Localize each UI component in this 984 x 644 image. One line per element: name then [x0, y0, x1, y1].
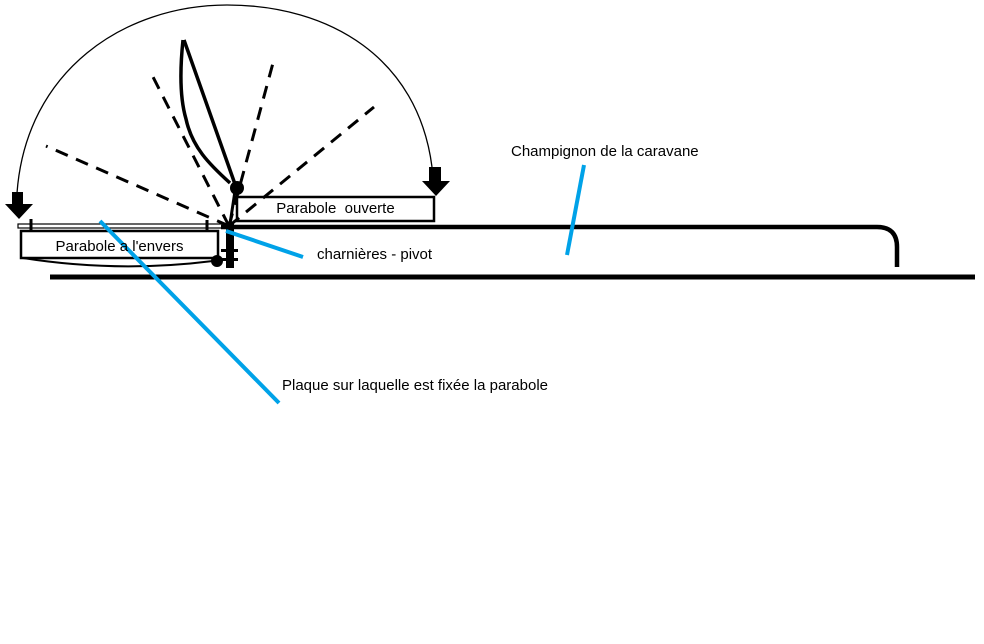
- dashed-position-line-steep-right: [227, 62, 275, 227]
- plaque-label: Plaque sur laquelle est fixée la parabol…: [282, 377, 549, 394]
- parabola-mid-position-edge: [182, 39, 238, 188]
- hinge-pin-top: [221, 249, 238, 252]
- parabole-envers-box: [19, 229, 220, 260]
- right-down-arrow-icon: [422, 167, 450, 196]
- hinge-pivot-post: [226, 222, 234, 268]
- parabole-ouverte-box: [235, 195, 436, 223]
- dashed-position-line-mid-right: [228, 105, 375, 228]
- left-down-arrow-icon: [5, 192, 33, 219]
- hinge-dot-upper: [230, 181, 244, 195]
- hinge-dot-lower: [211, 255, 223, 267]
- parabola-mid-position-curve: [179, 39, 232, 185]
- rotation-arc: [16, 4, 433, 194]
- leader-line-plaque: [98, 219, 281, 405]
- champignon-label: Champignon de la caravane: [511, 143, 699, 160]
- charnieres-pivot-label: charnières - pivot: [317, 246, 433, 263]
- dashed-position-line-shallow-left: [45, 144, 230, 228]
- mounting-plaque: [17, 223, 223, 229]
- parabola-pivot-connector: [228, 190, 237, 225]
- dashed-position-line-steep-left: [150, 74, 231, 227]
- leader-line-champignon: [565, 164, 586, 256]
- parabole-ouverte-label: Parabole ouverte: [276, 200, 395, 217]
- inverted-dish-curve: [22, 257, 214, 268]
- leader-line-charnieres: [225, 229, 304, 259]
- hinge-pin-bottom: [221, 258, 238, 261]
- champignon-outline: [221, 224, 900, 267]
- parabole-envers-label: Parabole a l'envers: [55, 238, 184, 255]
